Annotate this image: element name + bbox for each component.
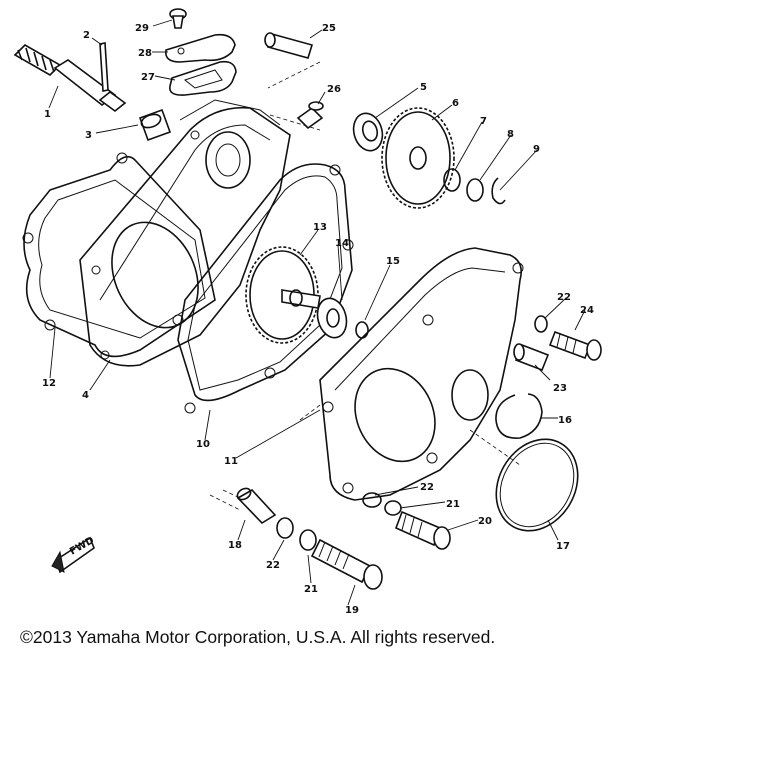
callout-16: 16 <box>558 415 572 426</box>
worm-shaft-1 <box>13 44 127 113</box>
callout-18: 18 <box>228 540 242 551</box>
bolt-20 <box>394 510 451 550</box>
callout-5: 5 <box>420 82 427 93</box>
washer-7 <box>443 168 461 192</box>
bolt-19 <box>310 538 383 590</box>
callout-10: 10 <box>196 439 210 450</box>
callout-11: 11 <box>224 456 238 467</box>
callout-7: 7 <box>480 116 487 127</box>
callout-24: 24 <box>580 305 594 316</box>
callout-3: 3 <box>85 130 92 141</box>
callout-9: 9 <box>533 144 540 155</box>
callout-23: 23 <box>553 383 567 394</box>
washer-8 <box>466 178 484 202</box>
callout-21-mid: 21 <box>446 499 460 510</box>
washer-15 <box>355 321 369 339</box>
callout-20: 20 <box>478 516 492 527</box>
exploded-parts-diagram: FWD <box>13 8 602 616</box>
callout-4: 4 <box>82 390 89 401</box>
callout-28: 28 <box>138 48 152 59</box>
gear-6 <box>381 107 455 209</box>
bolt-25 <box>264 32 314 59</box>
bolt-24 <box>548 330 602 361</box>
gasket-12 <box>23 155 216 358</box>
gasket-27 <box>168 60 237 96</box>
housing-4 <box>79 106 291 367</box>
callout-29: 29 <box>135 23 149 34</box>
washer-22-right <box>534 315 548 333</box>
washer-22-mid <box>362 492 382 508</box>
callout-21-low: 21 <box>304 584 318 595</box>
callout-22-right: 22 <box>557 292 571 303</box>
gasket-10 <box>177 163 353 402</box>
callout-22-low: 22 <box>266 560 280 571</box>
screw-29 <box>169 8 187 29</box>
cover-11-bore <box>354 367 436 463</box>
collar-3 <box>138 108 172 142</box>
callout-22-mid: 22 <box>420 482 434 493</box>
circlip-16 <box>495 393 543 439</box>
callout-15: 15 <box>386 256 400 267</box>
callout-2: 2 <box>83 30 90 41</box>
callout-27: 27 <box>141 72 155 83</box>
o-ring-17 <box>495 438 579 532</box>
bolt-26 <box>296 101 324 130</box>
bolt-23 <box>513 343 550 372</box>
bearing-14 <box>316 297 348 339</box>
callout-19: 19 <box>345 605 359 616</box>
sleeve-18 <box>236 487 277 525</box>
pin-2 <box>99 42 109 92</box>
copyright-notice: ©2013 Yamaha Motor Corporation, U.S.A. A… <box>20 627 496 647</box>
fwd-arrow-icon: FWD <box>51 535 96 574</box>
washer-22-low <box>276 517 294 539</box>
cover-28 <box>164 33 236 63</box>
callout-6: 6 <box>452 98 459 109</box>
callout-1: 1 <box>44 109 51 120</box>
callout-12: 12 <box>42 378 56 389</box>
callout-labels: 1 2 3 4 5 6 7 8 9 10 11 12 13 14 15 16 1… <box>42 23 594 616</box>
circlip-9 <box>491 177 506 205</box>
washer-21-mid <box>384 500 402 516</box>
callout-13: 13 <box>313 222 327 233</box>
callout-26: 26 <box>327 84 341 95</box>
gear-13 <box>245 246 321 344</box>
callout-8: 8 <box>507 129 514 140</box>
leader-lines <box>48 19 586 606</box>
callout-14: 14 <box>335 238 349 249</box>
callout-25: 25 <box>322 23 336 34</box>
housing-4-bore <box>111 221 199 329</box>
washer-21-low <box>299 529 317 551</box>
gasket-12-inner <box>38 179 206 339</box>
callout-17: 17 <box>556 541 570 552</box>
bearing-5 <box>352 112 384 152</box>
